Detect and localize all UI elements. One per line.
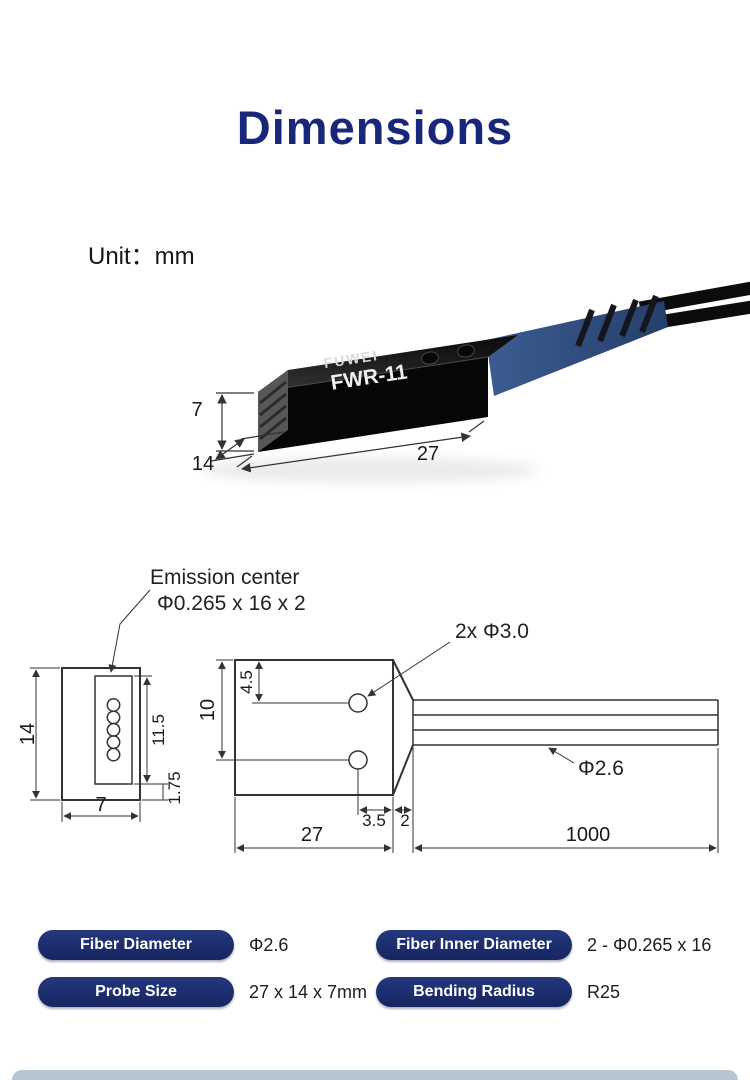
unit-label: Unit：mm <box>88 243 195 270</box>
body-front-face <box>258 357 488 452</box>
side-hole-bottom <box>348 750 368 770</box>
front-dim-lines <box>30 589 168 822</box>
spec-label-pill: Fiber Inner Diameter <box>376 930 572 960</box>
front-bottom-offset-label: 1.75 <box>165 771 184 804</box>
mount-hole-1 <box>421 351 439 365</box>
dimension-drawing: 14 7 11.5 1.75 Emission center Φ0.265 x … <box>17 566 719 853</box>
spec-fiber-diameter: Fiber Diameter Φ2.6 <box>38 930 376 960</box>
spec-value: R25 <box>587 981 621 1002</box>
side-height-label: 10 <box>197 699 219 721</box>
spec-bending-radius: Bending Radius R25 <box>376 977 728 1007</box>
next-section-edge <box>12 1070 738 1080</box>
spec-fiber-inner-diameter: Fiber Inner Diameter 2 - Φ0.265 x 16 <box>376 930 728 960</box>
side-view <box>234 659 719 796</box>
render-height-label: 7 <box>191 399 202 421</box>
emission-center-spec: Φ0.265 x 16 x 2 <box>157 592 306 615</box>
spec-value: 2 - Φ0.265 x 16 <box>587 934 712 955</box>
emission-fibers <box>106 698 121 762</box>
spec-value: Φ2.6 <box>249 934 289 955</box>
render-length-label: 27 <box>417 443 439 465</box>
body-top-face <box>258 335 518 392</box>
side-hole-top <box>348 693 368 713</box>
cable-sleeve <box>486 294 668 396</box>
render-dim-lines <box>210 392 485 473</box>
cable-lines <box>413 699 719 746</box>
product-shadow <box>200 457 540 483</box>
cable-diameter-label: Φ2.6 <box>578 757 624 780</box>
product-render: FUWEI FWR-11 7 14 27 <box>191 281 750 483</box>
spec-value: 27 x 14 x 7mm <box>249 981 368 1002</box>
front-height-label: 14 <box>17 723 39 745</box>
page-title: Dimensions <box>236 101 514 154</box>
emission-center-title: Emission center <box>150 566 299 589</box>
cable-length-label: 1000 <box>566 824 611 846</box>
spec-probe-size: Probe Size 27 x 14 x 7mm <box>38 977 376 1007</box>
spec-table: Fiber Diameter Φ2.6 Fiber Inner Diameter… <box>38 930 728 1007</box>
front-width-label: 7 <box>95 794 106 816</box>
hole-to-edge-label: 3.5 <box>362 811 386 830</box>
render-depth-label: 14 <box>192 453 214 475</box>
hole-top-offset-label: 4.5 <box>237 670 256 694</box>
holes-label: 2x Φ3.0 <box>455 620 529 643</box>
mount-hole-2 <box>457 344 475 358</box>
side-dim-lines <box>216 641 719 853</box>
spec-label-pill: Bending Radius <box>376 977 572 1007</box>
front-inner-height-label: 11.5 <box>149 714 168 746</box>
spec-label-pill: Probe Size <box>38 977 234 1007</box>
sensor-body: FUWEI FWR-11 <box>257 335 518 452</box>
front-view <box>61 667 141 801</box>
body-length-label: 27 <box>301 824 323 846</box>
taper-length-label: 2 <box>400 811 409 830</box>
emission-end-face <box>258 370 288 452</box>
spec-label-pill: Fiber Diameter <box>38 930 234 960</box>
